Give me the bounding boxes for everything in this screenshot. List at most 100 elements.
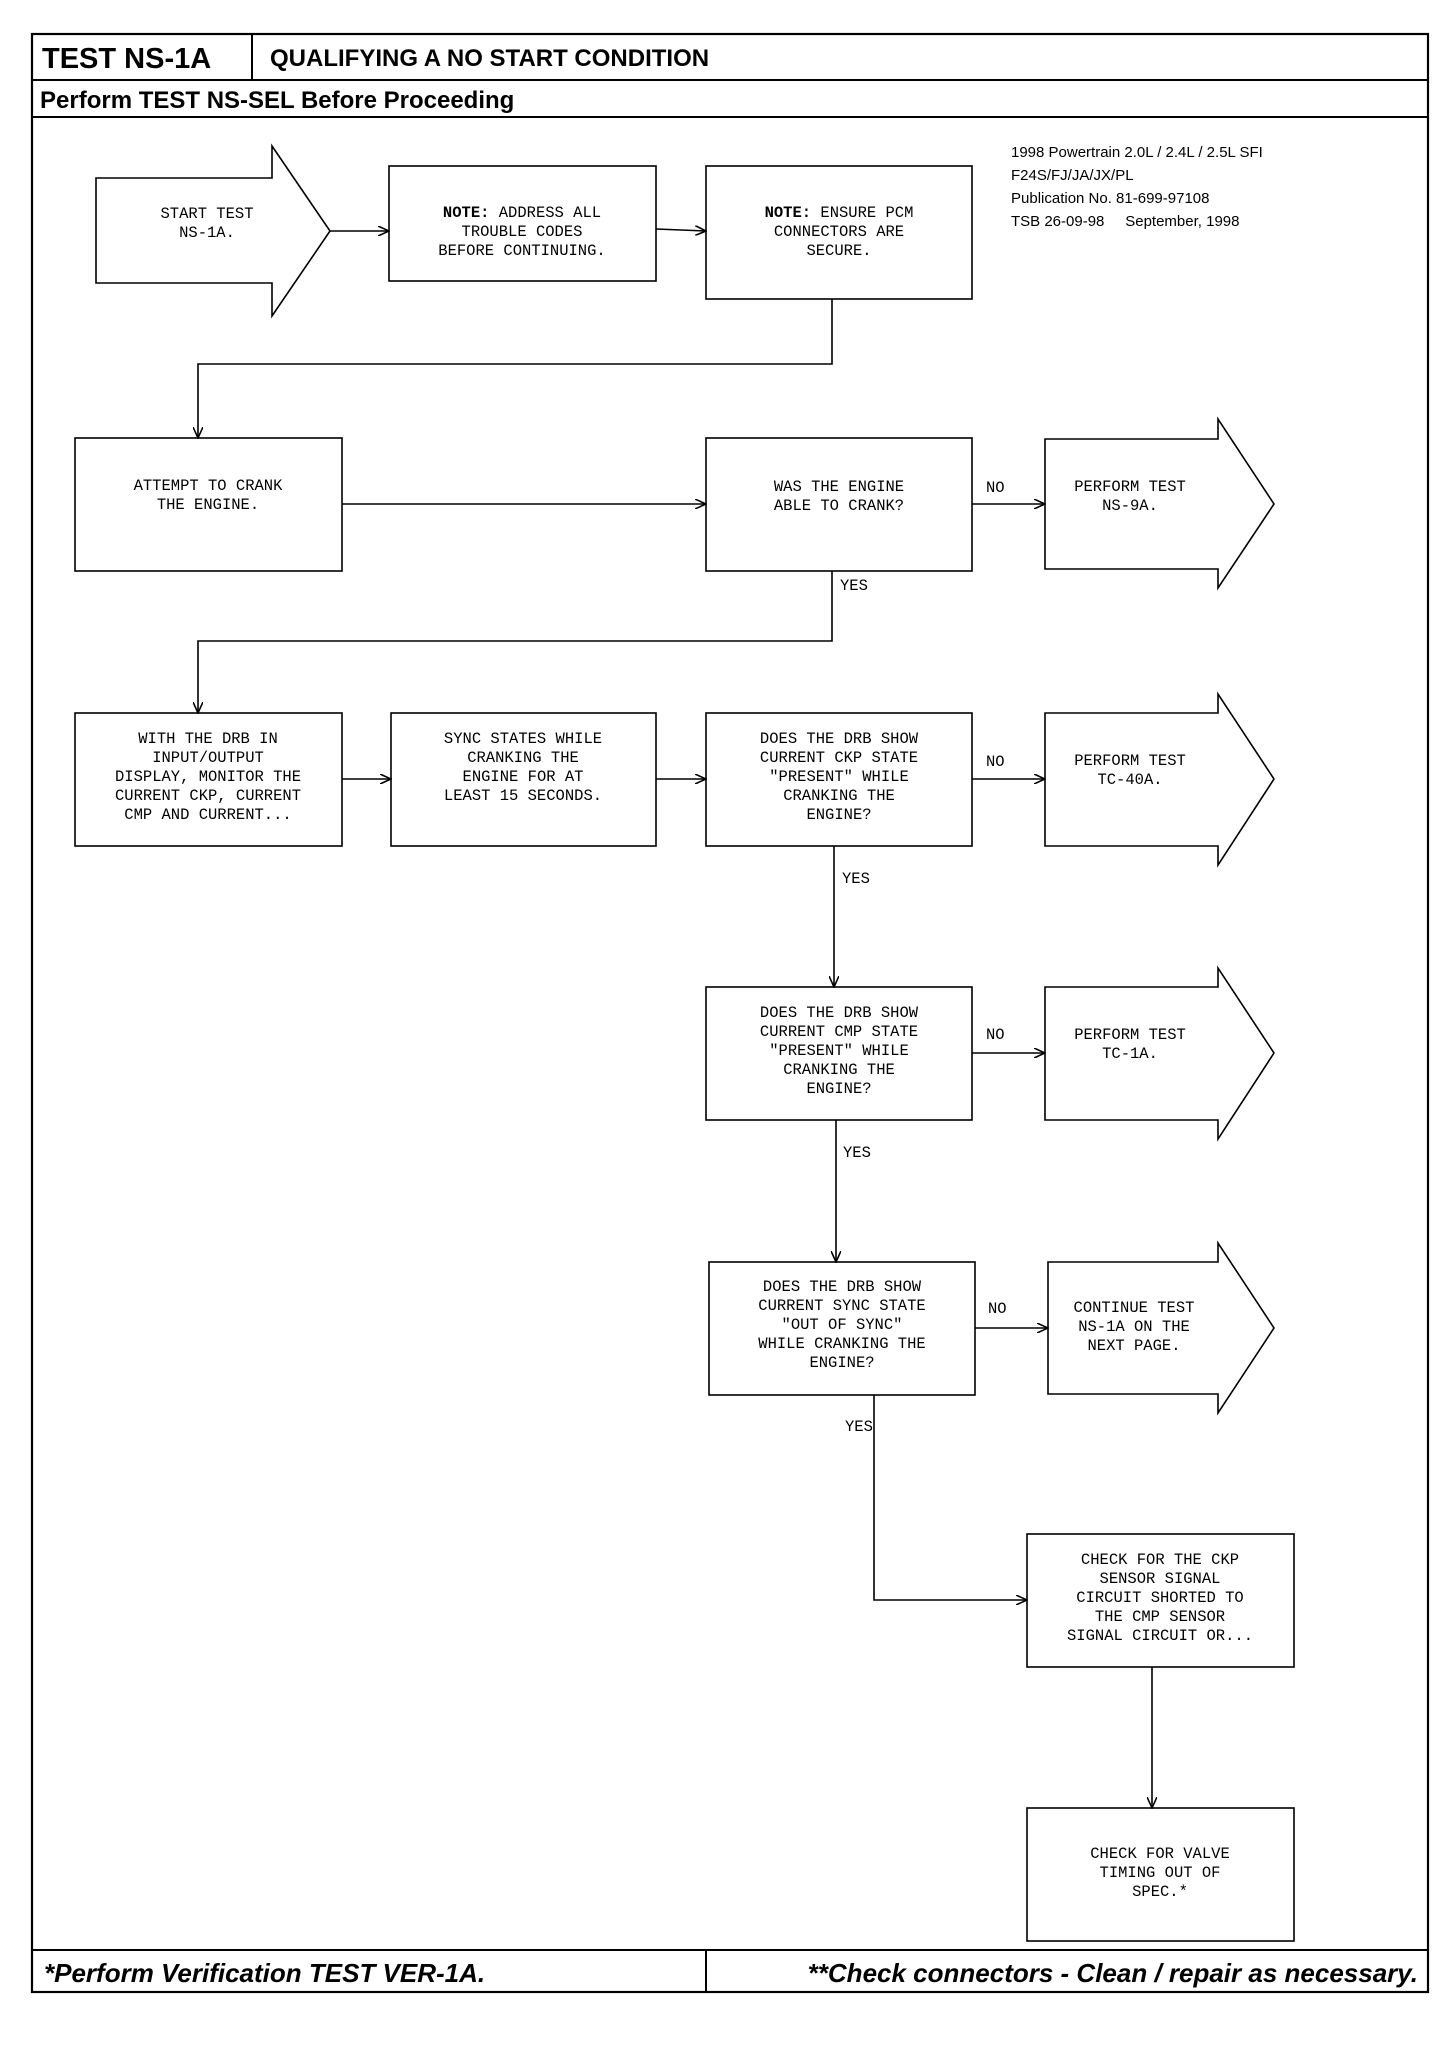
continue-next-page-arrow (1047, 1240, 1275, 1416)
decision-out-of-sync (708, 1261, 976, 1396)
box-text-line: SIGNAL CIRCUIT OR... (1067, 1627, 1253, 1645)
no-label: NO (986, 1026, 1005, 1044)
box-text-line: "PRESENT" WHILE (769, 1042, 909, 1060)
box-text-line: NS-9A. (1102, 497, 1158, 515)
check-valve-timing-box (1026, 1807, 1295, 1942)
page-frame (30, 32, 1430, 1994)
box-text-line: NS-1A. (179, 224, 235, 242)
box-text-line: TROUBLE CODES (462, 223, 583, 241)
perform-tc40a-arrow (1044, 691, 1275, 868)
box-text-line: DISPLAY, MONITOR THE (115, 768, 301, 786)
box-text-line: CRANKING THE (467, 749, 579, 767)
box-text-line: THE ENGINE. (157, 496, 259, 514)
box-text-line: ENGINE? (806, 1080, 871, 1098)
yes-label: YES (845, 1418, 873, 1436)
decision-engine-crank (705, 437, 973, 572)
box-text-line: PERFORM TEST (1074, 478, 1186, 496)
box-text-line: SECURE. (806, 242, 871, 260)
box-text-line: DOES THE DRB SHOW (763, 1278, 922, 1296)
publication-line: TSB 26-09-98 September, 1998 (1011, 213, 1239, 230)
box-text-line: SENSOR SIGNAL (1100, 1570, 1221, 1588)
publication-info: 1998 Powertrain 2.0L / 2.4L / 2.5L SFI F… (1011, 144, 1263, 230)
box-text-line: CRANKING THE (783, 787, 895, 805)
page-title: QUALIFYING A NO START CONDITION (270, 45, 709, 72)
box-text-line: TC-1A. (1102, 1045, 1158, 1063)
publication-line: F24S/FJ/JA/JX/PL (1011, 167, 1134, 184)
box-text-line: "OUT OF SYNC" (782, 1316, 903, 1334)
box-text-line: BEFORE CONTINUING. (438, 242, 605, 260)
publication-line: 1998 Powertrain 2.0L / 2.4L / 2.5L SFI (1011, 144, 1263, 161)
box-text-line: CRANKING THE (783, 1061, 895, 1079)
sync-states-box (390, 712, 657, 847)
publication-line: Publication No. 81-699-97108 (1011, 190, 1209, 207)
no-label: NO (986, 479, 1005, 497)
box-text-line: CONTINUE TEST (1074, 1299, 1195, 1317)
connector (873, 1395, 1027, 1600)
box-text-line: "PRESENT" WHILE (769, 768, 909, 786)
test-id: TEST NS-1A (42, 43, 211, 75)
box-text-line: CURRENT CMP STATE (760, 1023, 918, 1041)
box-text-line: CONNECTORS ARE (774, 223, 904, 241)
decision-cmp-present (705, 986, 973, 1121)
box-text-line: ABLE TO CRANK? (774, 497, 904, 515)
footer-connectors-note: **Check connectors - Clean / repair as n… (808, 1958, 1418, 1988)
box-text-line: ATTEMPT TO CRANK (134, 477, 284, 495)
box-text-line: CHECK FOR THE CKP (1081, 1551, 1239, 1569)
box-text-line: WAS THE ENGINE (774, 478, 904, 496)
no-label: NO (988, 1300, 1007, 1318)
box-text-line: WHILE CRANKING THE (758, 1335, 925, 1353)
start-test-arrow (95, 143, 331, 319)
footer-verification-note: *Perform Verification TEST VER-1A. (44, 1958, 485, 1988)
no-label: NO (986, 753, 1005, 771)
box-text-line: SYNC STATES WHILE (444, 730, 602, 748)
box-text-line: TC-40A. (1097, 771, 1162, 789)
box-text-line: ENGINE? (806, 806, 871, 824)
box-text-line: TIMING OUT OF (1100, 1864, 1221, 1882)
attempt-crank-box (74, 437, 343, 572)
yes-label: YES (840, 577, 868, 595)
box-text-line: DOES THE DRB SHOW (760, 730, 919, 748)
box-text-line: INPUT/OUTPUT (152, 749, 264, 767)
box-text-line: CIRCUIT SHORTED TO (1076, 1589, 1243, 1607)
yes-label: YES (843, 1144, 871, 1162)
box-text-line: CMP AND CURRENT... (124, 806, 291, 824)
perform-ns9a-arrow (1044, 416, 1275, 591)
box-text-line: NOTE: ENSURE PCM (765, 204, 914, 222)
box-text-line: START TEST (160, 205, 253, 223)
note-trouble-codes-box (388, 165, 657, 282)
box-text-line: WITH THE DRB IN (138, 730, 278, 748)
yes-label: YES (842, 870, 870, 888)
perform-tc1a-arrow (1044, 965, 1275, 1142)
box-text-line: NEXT PAGE. (1087, 1337, 1180, 1355)
connector (198, 299, 833, 438)
box-text-line: NS-1A ON THE (1078, 1318, 1190, 1336)
box-text-line: ENGINE? (809, 1354, 874, 1372)
drb-monitor-box (74, 712, 343, 847)
box-text-line: ENGINE FOR AT (463, 768, 584, 786)
connector (198, 571, 833, 713)
box-text-line: CHECK FOR VALVE (1090, 1845, 1230, 1863)
box-text-line: DOES THE DRB SHOW (760, 1004, 919, 1022)
box-text-line: CURRENT CKP, CURRENT (115, 787, 301, 805)
note-pcm-connectors-box (705, 165, 973, 300)
box-text-line: LEAST 15 SECONDS. (444, 787, 602, 805)
box-text-line: NOTE: ADDRESS ALL (443, 204, 601, 222)
check-ckp-circuit-box (1026, 1533, 1295, 1668)
